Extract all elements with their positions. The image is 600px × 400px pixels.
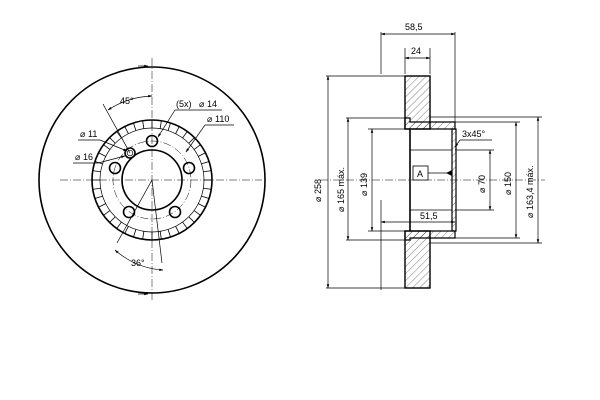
diameter-symbol: ⌀ <box>313 196 323 202</box>
diameter-symbol: ⌀ <box>80 129 86 139</box>
dim-258-label: 258 <box>313 179 323 194</box>
bolt-hole-dia-label: 14 <box>207 99 217 109</box>
bolt-holes-count: (5x) <box>176 99 192 109</box>
vent-notch <box>133 229 137 238</box>
dim-150-label: 150 <box>503 172 513 187</box>
diameter-symbol: ⌀ <box>207 114 213 124</box>
vent-notch <box>124 226 129 234</box>
vent-notch <box>92 170 101 173</box>
dim-24-label: 24 <box>411 46 421 56</box>
vent-notch <box>116 221 122 229</box>
side-view: 58,5 24 3x45° A 51,5 ⌀ 258 ⌀ 165 máx. <box>313 22 545 290</box>
vent-notch <box>159 231 162 240</box>
angle-36-line-b <box>151 179 163 264</box>
vent-notch <box>142 120 145 129</box>
vent-notch <box>201 195 210 199</box>
dim-70-label: 70 <box>477 175 487 185</box>
vent-notch <box>182 221 188 229</box>
bolt-hole <box>108 161 122 175</box>
vent-notch <box>103 210 111 216</box>
angle-45-label: 45° <box>120 96 134 106</box>
center-bore <box>121 149 183 211</box>
diameter-symbol: ⌀ <box>503 189 513 195</box>
pin-hole-inner <box>126 149 134 157</box>
angle-36-line-a <box>116 179 153 244</box>
vent-notch <box>167 229 171 238</box>
bolt-hole <box>122 205 136 219</box>
vent-notch <box>182 131 188 139</box>
disc-outer-edge <box>38 66 266 294</box>
bolt-circle <box>112 140 192 220</box>
datum-label: A <box>417 169 423 179</box>
vent-notch <box>203 187 212 190</box>
dim-163-label: 163,4 máx. <box>525 165 535 210</box>
vent-notch <box>203 170 212 173</box>
vent-notch <box>193 144 201 150</box>
bolt-hole-leader <box>157 109 176 138</box>
vent-notch <box>124 126 129 134</box>
vent-notch <box>98 152 106 157</box>
vent-notch <box>116 131 122 139</box>
angle-36-arc <box>114 249 164 272</box>
vent-notch <box>175 226 180 234</box>
vent-notch <box>103 144 111 150</box>
vent-notches <box>92 120 212 240</box>
vent-notch <box>94 195 103 199</box>
chamfer-label: 3x45° <box>462 129 486 139</box>
vent-notch <box>198 152 206 157</box>
vent-notch <box>133 122 137 131</box>
vent-notch <box>201 161 210 165</box>
angle-45-leader <box>102 103 131 154</box>
dia-11-label: 11 <box>88 129 97 139</box>
hub-face <box>451 128 457 232</box>
diameter-symbol: ⌀ <box>75 152 81 162</box>
vent-notch <box>188 216 195 223</box>
pin-hole-outer <box>124 147 136 159</box>
dia-11-leader <box>99 139 128 152</box>
vent-notch <box>198 203 206 208</box>
dim-58-label: 58,5 <box>405 22 423 32</box>
vent-notch <box>159 120 162 129</box>
vent-notch <box>109 216 116 223</box>
bolt-hole <box>145 134 159 148</box>
vent-notch <box>175 126 180 134</box>
vent-notch <box>98 203 106 208</box>
diameter-symbol: ⌀ <box>199 99 205 109</box>
dia-16-label: 16 <box>83 152 93 162</box>
angle-36-label: 36° <box>131 258 145 268</box>
diameter-symbol: ⌀ <box>359 190 369 196</box>
vent-notch <box>188 137 195 144</box>
diameter-symbol: ⌀ <box>336 206 346 212</box>
angle-45-arc <box>107 94 153 111</box>
dim-165-label: 165 máx. <box>336 167 346 204</box>
chamfer-leader <box>454 139 461 148</box>
bolt-holes <box>108 134 196 219</box>
dim-139-label: 139 <box>359 173 369 188</box>
bolt-hole <box>168 205 182 219</box>
dia-16-leader <box>97 155 126 164</box>
bolt-circle-label: 110 <box>215 114 229 124</box>
vent-notch <box>167 122 171 131</box>
diameter-symbol: ⌀ <box>477 187 487 193</box>
diameter-symbol: ⌀ <box>525 212 535 218</box>
bolt-hole <box>182 161 196 175</box>
vent-notch <box>109 137 116 144</box>
bolt-circle-leader <box>185 124 206 153</box>
vent-notch <box>142 231 145 240</box>
dim-51-label: 51,5 <box>420 211 438 221</box>
datum-triangle <box>446 170 452 176</box>
vent-notch <box>193 210 201 216</box>
vent-notch <box>92 187 101 190</box>
front-view: 45° (5x) ⌀ 14 ⌀ 110 ⌀ 11 ⌀ 16 36° <box>38 58 266 300</box>
